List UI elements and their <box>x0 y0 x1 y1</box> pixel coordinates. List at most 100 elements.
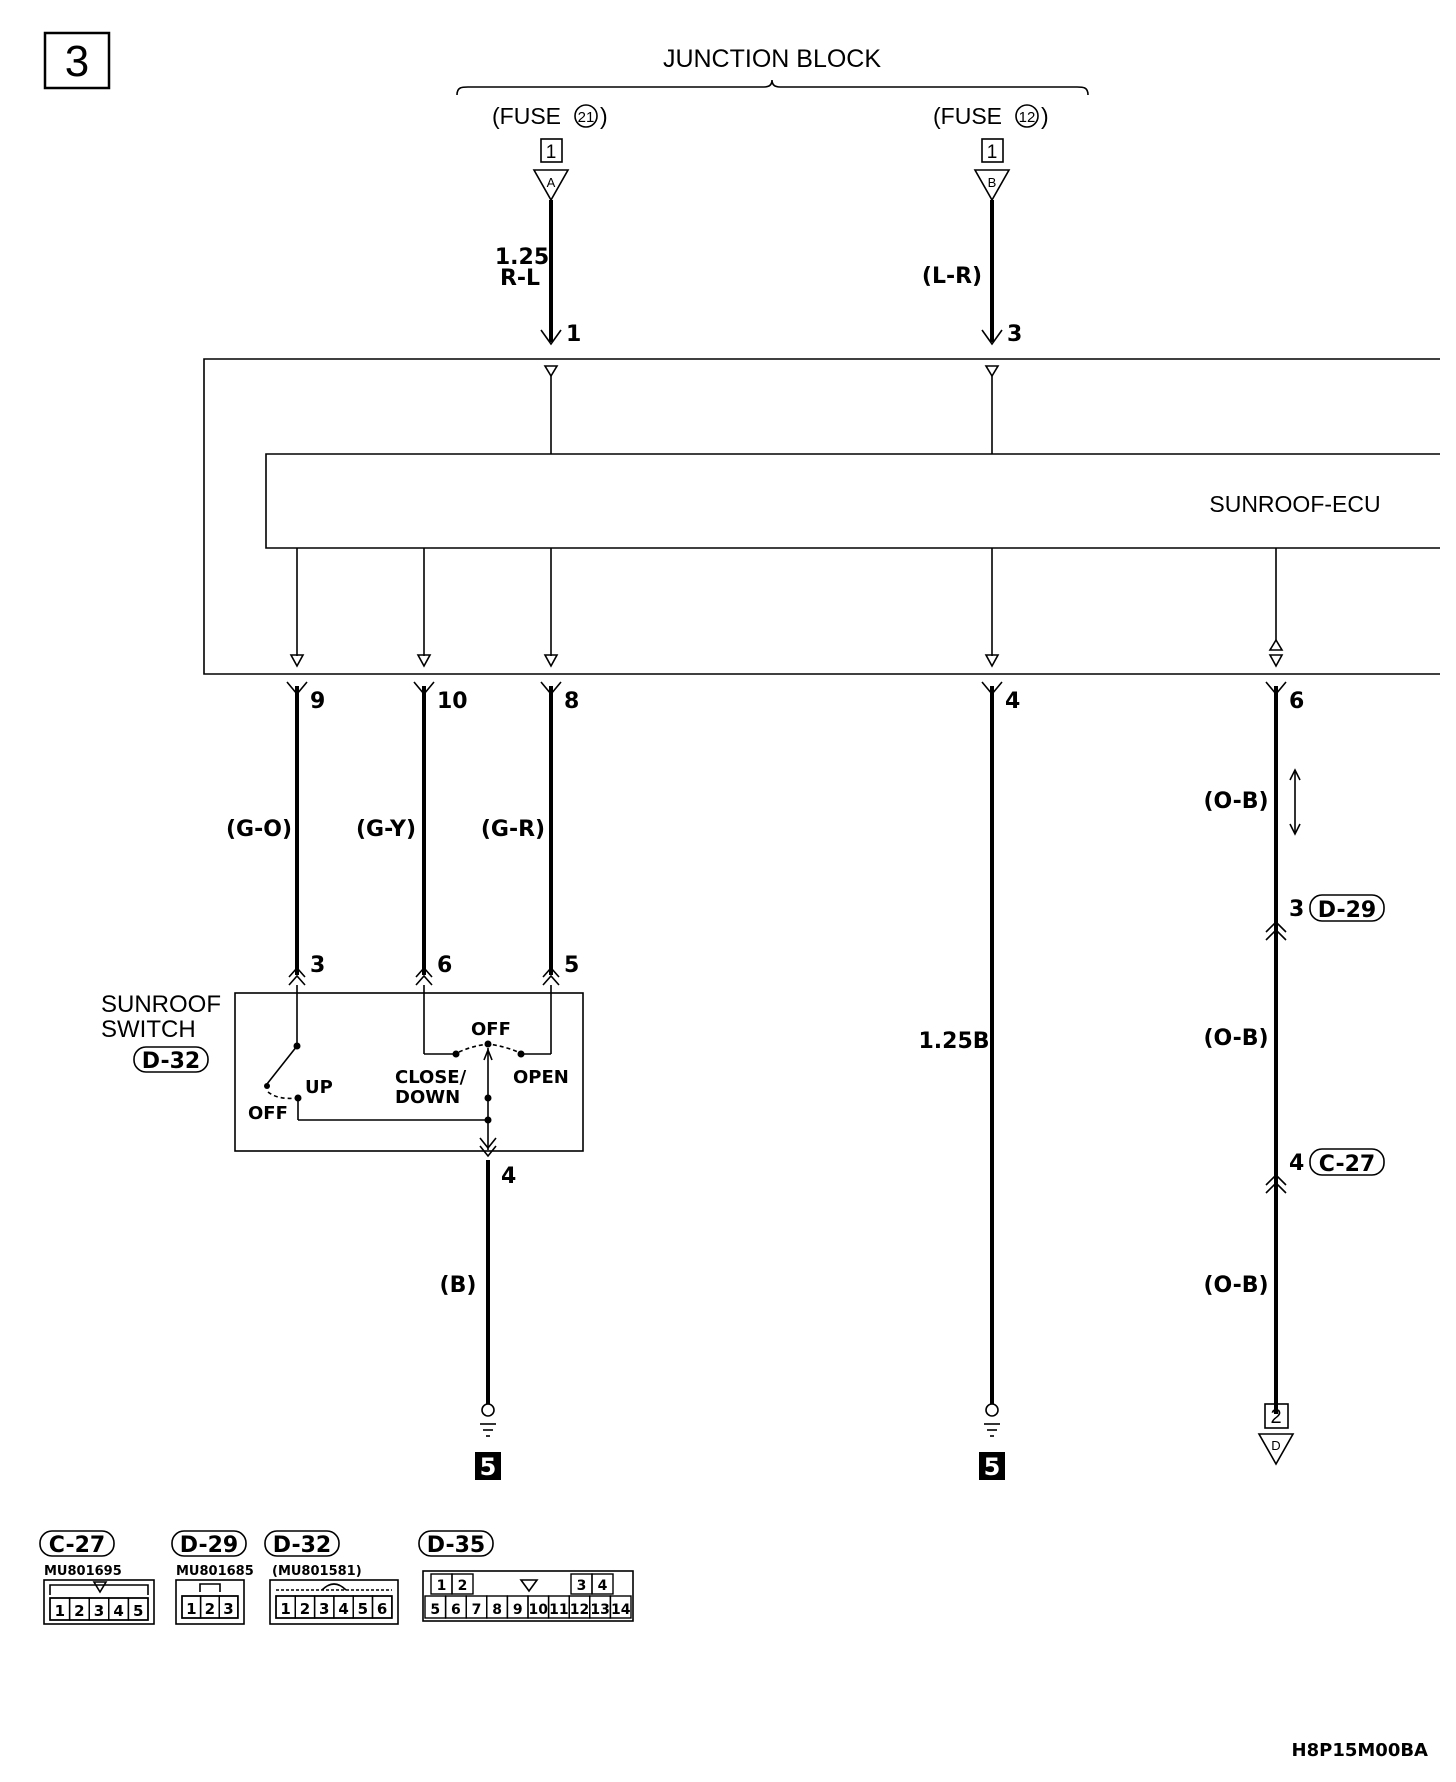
sunroof-ecu: SUNROOF-ECU <box>203 358 1440 675</box>
legend-pin-number: 6 <box>451 1602 461 1618</box>
wire-pin-10: 10 (G-Y) 6 <box>356 681 468 986</box>
fuse-a-label: (FUSE 21 ) <box>492 103 608 129</box>
wire-color-g-r: (G-R) <box>481 817 545 842</box>
legend-pin-number: 2 <box>74 1602 84 1620</box>
ground-symbol-1: 5 <box>475 1403 501 1481</box>
legend-pin-number: 10 <box>529 1602 549 1618</box>
legend-pin-number: 3 <box>577 1578 587 1594</box>
connector-c-27-pin: 4 <box>1289 1151 1304 1176</box>
wire-pin-6: 6 (O-B) (O-B) (O-B) <box>1203 681 1304 1414</box>
connector-c-27-name: C-27 <box>1319 1152 1375 1177</box>
legend-d-29-part: MU801685 <box>176 1564 254 1579</box>
switch-label-off-top: OFF <box>471 1019 511 1040</box>
connector-d-29-pin: 3 <box>1289 897 1304 922</box>
legend-pin-number: 7 <box>472 1602 482 1618</box>
fuse-a-letter: A <box>547 175 556 190</box>
fuse-b-letter: B <box>988 175 997 190</box>
svg-text:(FUSE: (FUSE <box>933 103 1002 129</box>
page-number-box: 3 <box>43 31 111 90</box>
ground-symbol-2: 5 <box>979 1403 1005 1481</box>
legend-pin-number: 1 <box>186 1600 196 1618</box>
continuation-marker: 2 D <box>1257 1403 1295 1466</box>
connector-d-29-name: D-29 <box>1318 898 1376 923</box>
legend-pin-number: 2 <box>458 1578 468 1594</box>
legend-c-27-part: MU801695 <box>44 1564 122 1579</box>
svg-text:): ) <box>600 103 608 129</box>
ecu-pin-3: 3 <box>1007 322 1022 347</box>
legend-pin-cell <box>609 1595 632 1619</box>
ecu-pin-4: 4 <box>1005 689 1020 714</box>
ecu-pin-10: 10 <box>437 689 468 714</box>
legend-pin-number: 14 <box>611 1602 631 1618</box>
switch-pin-6: 6 <box>437 953 452 978</box>
inline-connector-c-27: 4 C-27 <box>1265 1148 1385 1194</box>
legend-pin-number: 9 <box>513 1602 523 1618</box>
legend-pin-cell <box>591 1573 614 1595</box>
ecu-name: SUNROOF-ECU <box>1209 491 1380 517</box>
wire-color-b: (B) <box>440 1273 477 1298</box>
legend-pin-cell <box>127 1597 149 1621</box>
switch-pin-3: 3 <box>310 953 325 978</box>
junction-block-title: JUNCTION BLOCK <box>663 45 881 73</box>
switch-name-line1: SUNROOF <box>101 991 221 1018</box>
wire-pin-4: 4 1.25B <box>918 681 1020 1404</box>
legend-d-35-name: D-35 <box>427 1533 485 1558</box>
wire-size-label: 1.25 <box>495 245 549 270</box>
junction-block: JUNCTION BLOCK (FUSE 21 ) 1 A (FUSE 12 )… <box>456 45 1089 202</box>
wire-fuse-a-to-ecu: 1.25 R-L 1 <box>495 200 581 347</box>
legend-pin-number: 11 <box>549 1602 568 1618</box>
switch-label-open: OPEN <box>513 1067 569 1088</box>
switch-label-down: DOWN <box>395 1087 460 1108</box>
legend-pin-number: 3 <box>94 1602 104 1620</box>
legend-pin-number: 13 <box>590 1602 609 1618</box>
wire-color-o-b-1: (O-B) <box>1203 789 1268 814</box>
wire-pin-9: 9 (G-O) 3 <box>226 681 325 986</box>
switch-label-up: UP <box>305 1077 333 1098</box>
legend-pin-number: 8 <box>492 1602 502 1618</box>
wire-color-r-l: R-L <box>500 266 540 291</box>
ground-number-1: 5 <box>480 1453 497 1481</box>
legend-pin-number: 1 <box>280 1600 290 1618</box>
legend-d-29-name: D-29 <box>180 1533 238 1558</box>
fuse-b-label: (FUSE 12 ) <box>933 103 1049 129</box>
continuation-letter: D <box>1271 1438 1280 1453</box>
legend-pin-number: 1 <box>55 1602 65 1620</box>
legend-pin-cell <box>218 1595 239 1619</box>
legend-pin-number: 5 <box>430 1602 440 1618</box>
ground-number-2: 5 <box>984 1453 1001 1481</box>
wire-color-o-b-3: (O-B) <box>1203 1273 1268 1298</box>
svg-text:): ) <box>1041 103 1049 129</box>
ecu-pin-6: 6 <box>1289 689 1304 714</box>
legend-pin-number: 3 <box>319 1600 329 1618</box>
legend-pin-number: 12 <box>570 1602 589 1618</box>
figure-code: H8P15M00BA <box>1292 1740 1429 1761</box>
legend-pin-cell <box>451 1573 474 1595</box>
ecu-pin-1: 1 <box>566 322 581 347</box>
switch-label-close: CLOSE/ <box>395 1067 467 1088</box>
continuation-box: 2 <box>1270 1406 1281 1428</box>
legend-d-32-name: D-32 <box>273 1533 331 1558</box>
switch-connector-name: D-32 <box>142 1049 200 1074</box>
legend-pin-cell <box>371 1595 393 1619</box>
switch-pin-5: 5 <box>564 953 579 978</box>
legend-pin-number: 4 <box>113 1602 123 1620</box>
legend-c-27-name: C-27 <box>49 1533 105 1558</box>
switch-label-off-left: OFF <box>248 1103 288 1124</box>
page-number: 3 <box>65 37 89 86</box>
legend-pin-number: 5 <box>133 1602 143 1620</box>
fuse-b-number: 12 <box>1019 109 1036 126</box>
legend-pin-number: 3 <box>223 1600 233 1618</box>
wire-fuse-b-to-ecu: (L-R) 3 <box>922 200 1022 347</box>
wire-color-l-r: (L-R) <box>922 264 982 289</box>
svg-text:(FUSE: (FUSE <box>492 103 561 129</box>
wire-color-o-b-2: (O-B) <box>1203 1026 1268 1051</box>
legend-pin-number: 4 <box>338 1600 348 1618</box>
wire-color-g-o: (G-O) <box>226 817 292 842</box>
bidirectional-arrow-icon <box>1289 768 1301 836</box>
